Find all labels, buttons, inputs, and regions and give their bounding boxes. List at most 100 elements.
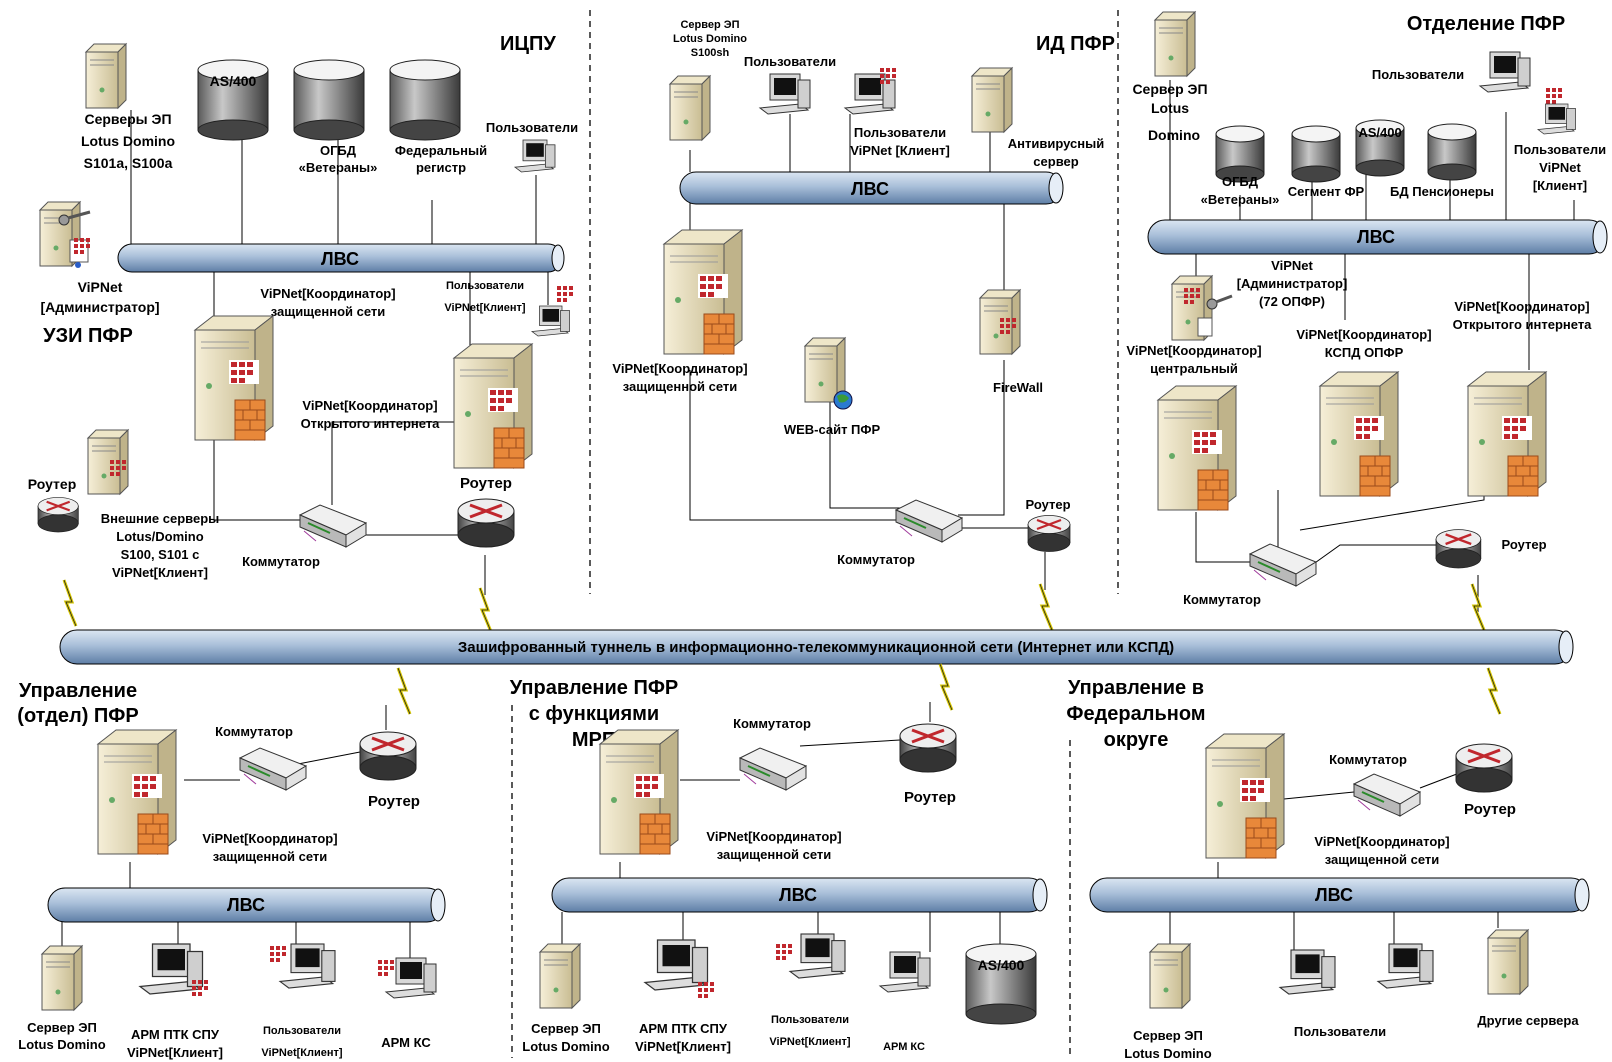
- upr2-lvs-label: ЛВС: [779, 885, 817, 905]
- icpu-fedreg-icon: [389, 59, 461, 141]
- otd-coord-open-server-icon: [1467, 371, 1547, 497]
- idpfr-users-label: Пользователи: [744, 54, 836, 69]
- upr1-router-icon: [358, 730, 418, 782]
- upr2-users-grid-icon: [776, 944, 792, 960]
- upr1-coord-server-icon: [97, 729, 177, 855]
- section-title-upr2: Управление ПФР: [510, 677, 679, 699]
- icpu-router-label: Роутер: [460, 475, 512, 492]
- section-title-icpu: ИЦПУ: [500, 33, 556, 55]
- upr3-others-label: Другие сервера: [1477, 1013, 1579, 1028]
- otd-coord-central-server-icon: [1157, 385, 1237, 511]
- otd-switch-icon: [1249, 543, 1317, 587]
- icpu-ogbd-label-2: «Ветераны»: [299, 160, 378, 175]
- idpfr-users-client-label-2: ViPNet [Клиент]: [850, 143, 950, 158]
- otd-router-icon: [1434, 528, 1483, 570]
- icpu-ext-label-4: ViPNet[Клиент]: [112, 565, 208, 580]
- idpfr-av-server-icon: [971, 67, 1013, 133]
- upr2-users-pc-icon: [789, 933, 846, 979]
- icpu-lvs-label: ЛВС: [321, 249, 359, 269]
- upr3-coord-server-icon: [1205, 733, 1285, 859]
- otd-lvs-bus: ЛВС: [1147, 219, 1608, 255]
- idpfr-link-bolt-icon: [1038, 582, 1054, 632]
- upr3-coord-label: ViPNet[Координатор]: [1314, 834, 1449, 849]
- upr2-arm-label: АРМ ПТК СПУ: [639, 1021, 728, 1036]
- otd-users-client-label-2: ViPNet: [1539, 160, 1581, 175]
- upr2-coord-label-2: защищенной сети: [717, 847, 832, 862]
- tunnel-label: Зашифрованный туннель в информационно-те…: [458, 639, 1174, 656]
- upr2-coord-server-icon: [599, 729, 679, 855]
- idpfr-router-label: Роутер: [1025, 497, 1070, 512]
- idpfr-coord-label-2: защищенной сети: [623, 379, 738, 394]
- icpu-ogbd-label: ОГБД: [320, 143, 357, 158]
- icpu-router-icon: [456, 497, 516, 549]
- icpu-fedreg-label-2: регистр: [416, 160, 466, 175]
- tunnel-bus: Зашифрованный туннель в информационно-те…: [59, 629, 1574, 665]
- upr2-arm-label-2: ViPNet[Клиент]: [635, 1039, 731, 1054]
- otd-ogbd-label-2: «Ветераны»: [1201, 192, 1280, 207]
- idpfr-web-label: WEB-сайт ПФР: [784, 422, 881, 437]
- upr3-router-label: Роутер: [1464, 801, 1516, 818]
- icpu-users-client-pc-icon: [531, 305, 570, 337]
- upr3-lvs-label: ЛВС: [1315, 885, 1353, 905]
- otd-server-label-2: Lotus: [1151, 100, 1189, 116]
- upr2-link-bolt-icon: [938, 662, 954, 712]
- icpu-router-left-label: Роутер: [28, 476, 77, 492]
- otd-coord-central-label-2: центральный: [1150, 361, 1238, 376]
- icpu-users-client-grid-icon: [557, 286, 573, 302]
- idpfr-server-label-3: S100sh: [691, 47, 730, 59]
- otd-server-icon: [1154, 11, 1196, 77]
- icpu-users-pc-icon: [514, 139, 556, 173]
- idpfr-switch-label: Коммутатор: [837, 552, 915, 567]
- otd-coord-open-label-2: Открытого интернета: [1453, 317, 1593, 332]
- icpu-fedreg-label: Федеральный: [395, 143, 487, 158]
- upr2-switch-icon: [739, 747, 807, 791]
- section-title-otd: Отделение ПФР: [1407, 13, 1565, 35]
- icpu-vipadmin-label: ViPNet: [78, 279, 123, 295]
- idpfr-lvs-bus: ЛВС: [679, 171, 1064, 205]
- icpu-servers-label-3: S101a, S100a: [84, 155, 173, 171]
- otd-client-pc-icon: [1537, 103, 1576, 135]
- upr2-users-label-2: ViPNet[Клиент]: [769, 1036, 851, 1048]
- icpu-users-label: Пользователи: [486, 120, 578, 135]
- icpu-link-bolt-icon: [478, 586, 494, 636]
- upr2-router-label: Роутер: [904, 789, 956, 806]
- upr2-as400-icon: [965, 943, 1037, 1025]
- upr1-armks-label: АРМ КС: [381, 1035, 431, 1050]
- upr2-arm-grid-icon: [698, 982, 714, 998]
- otd-ogbd-label: ОГБД: [1222, 174, 1259, 189]
- section-dividers: [511, 10, 1119, 1058]
- upr1-link-bolt-icon: [396, 666, 412, 716]
- icpu-as400-icon: [197, 59, 269, 141]
- icpu-vipadmin-label-2: [Администратор]: [40, 299, 159, 315]
- idpfr-router-icon: [1026, 514, 1072, 553]
- upr3-switch-icon: [1353, 773, 1421, 817]
- otd-bd-icon: [1427, 123, 1477, 181]
- idpfr-links: [689, 114, 1046, 590]
- upr1-armks-grid-icon: [378, 960, 394, 976]
- idpfr-users-pc-icon: [759, 73, 811, 115]
- upr3-server-label-2: Lotus Domino: [1124, 1046, 1211, 1061]
- otd-coord-kspd-label: ViPNet[Координатор]: [1296, 327, 1431, 342]
- idpfr-coord-label: ViPNet[Координатор]: [612, 361, 747, 376]
- upr3-links: [1169, 771, 1499, 950]
- upr2-users-label: Пользователи: [771, 1014, 849, 1026]
- otd-admin-server-icon: [1171, 275, 1233, 341]
- icpu-switch-label: Коммутатор: [242, 554, 320, 569]
- icpu-coord-open-label: ViPNet[Координатор]: [302, 398, 437, 413]
- icpu-links: [130, 110, 549, 595]
- idpfr-web-server-icon: [804, 337, 853, 410]
- upr3-switch-label: Коммутатор: [1329, 752, 1407, 767]
- icpu-router-left-icon: [36, 496, 80, 534]
- otd-coord-central-label: ViPNet[Координатор]: [1126, 343, 1261, 358]
- icpu-ogbd-icon: [293, 59, 365, 141]
- upr3-users-pc-icon: [1279, 949, 1336, 995]
- otd-server-label: Сервер ЭП: [1132, 81, 1207, 97]
- section-title-uzi: УЗИ ПФР: [43, 325, 133, 347]
- icpu-coord-sec-server-icon: [194, 315, 274, 441]
- upr2-switch-label: Коммутатор: [733, 716, 811, 731]
- upr1-router-label: Роутер: [368, 793, 420, 810]
- idpfr-server-label: Сервер ЭП: [680, 19, 739, 31]
- idpfr-firewall-label: FireWall: [993, 380, 1043, 395]
- upr2-coord-label: ViPNet[Координатор]: [706, 829, 841, 844]
